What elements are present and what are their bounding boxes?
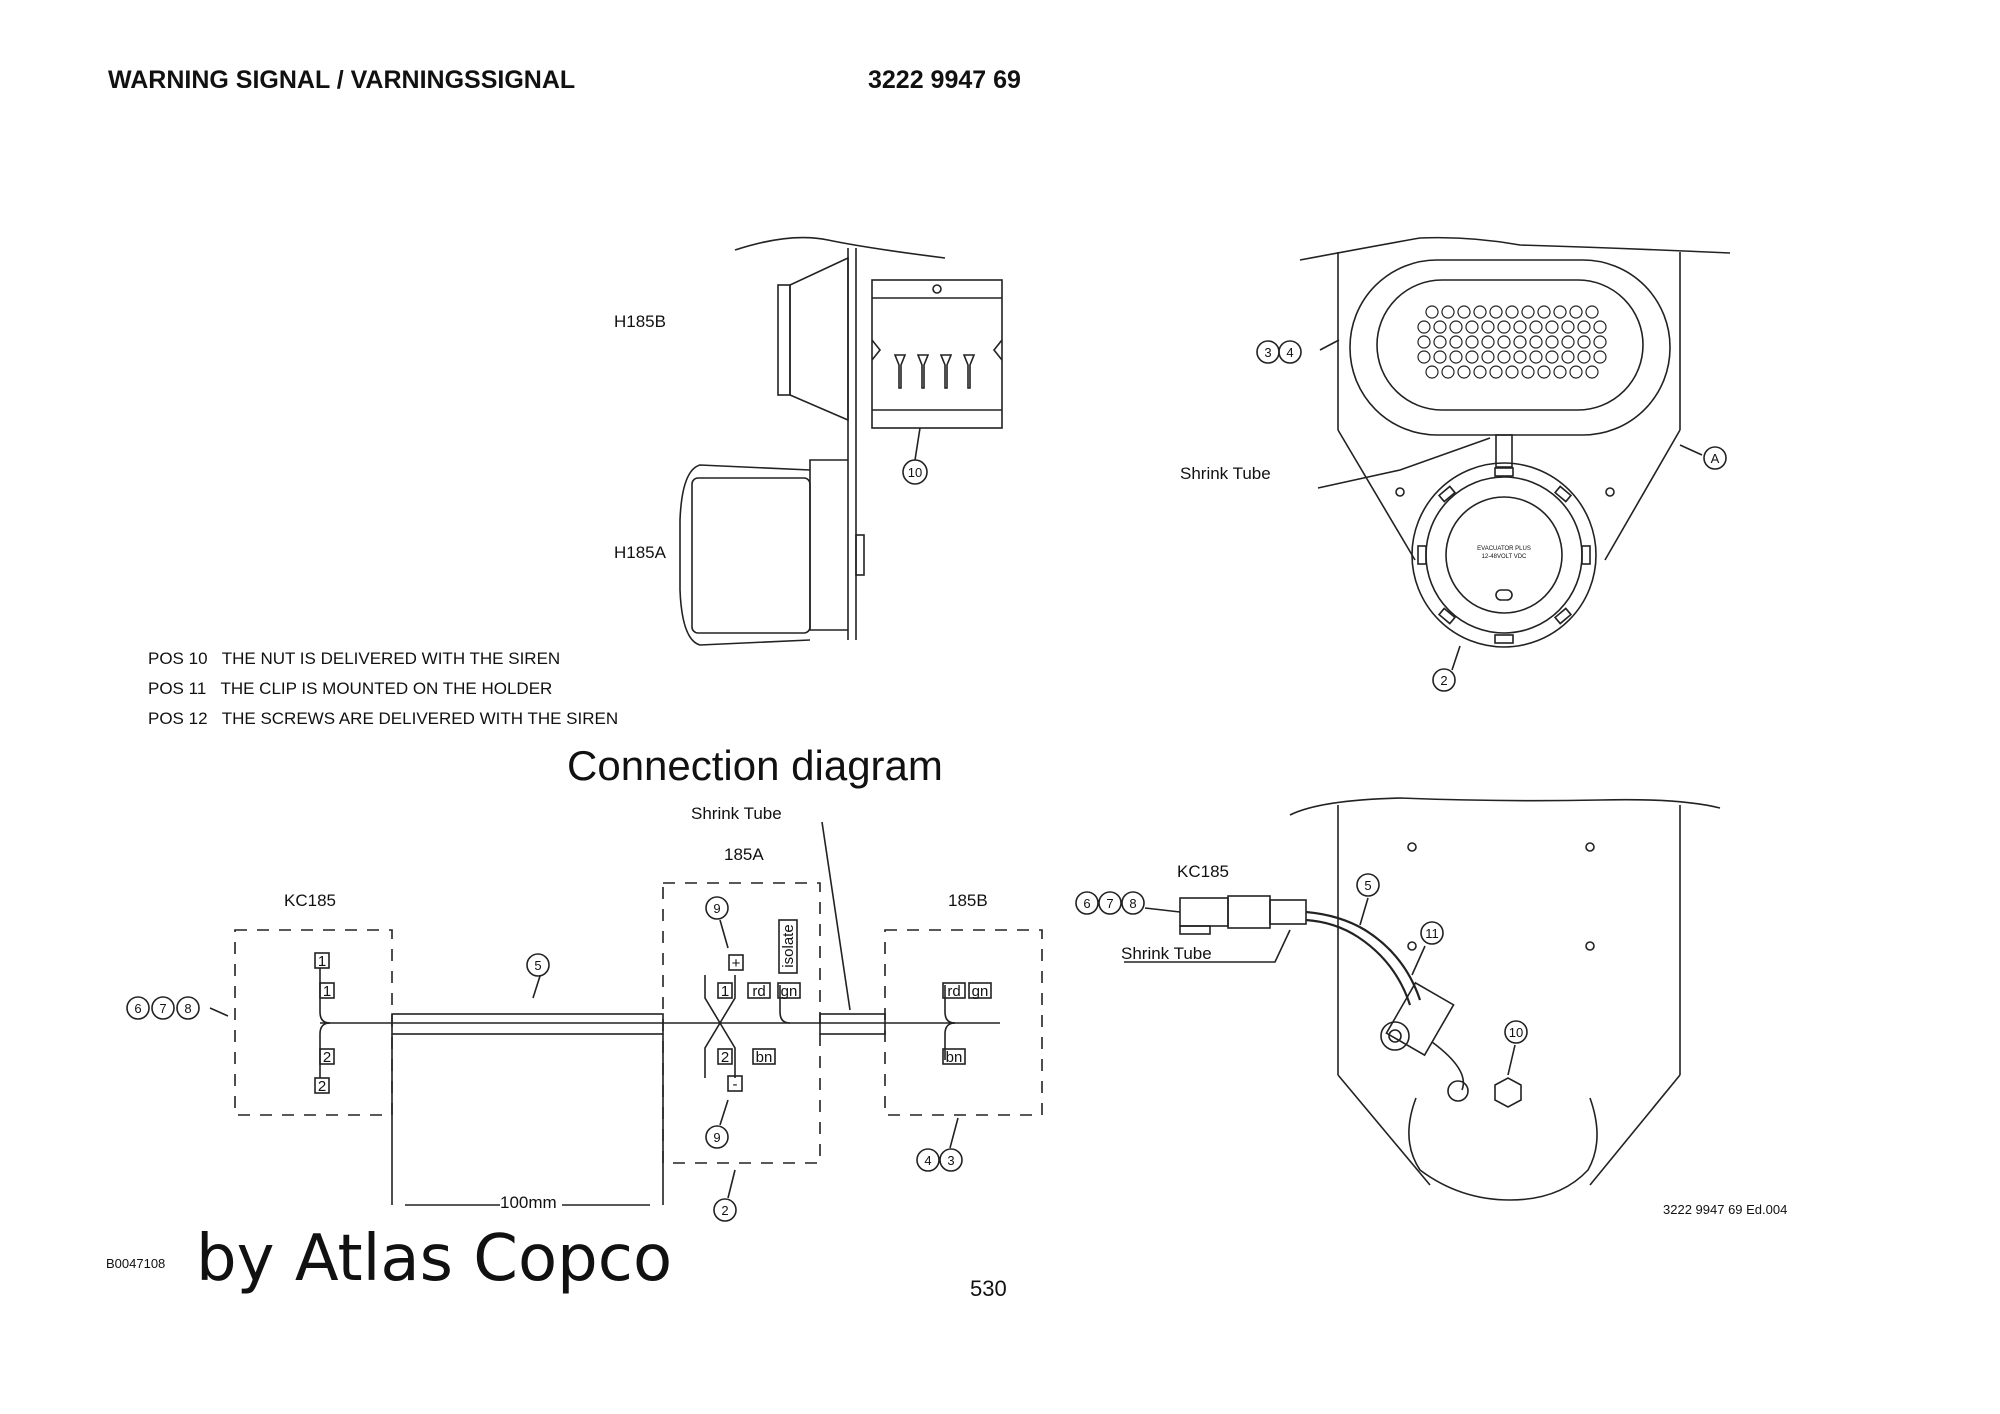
label-kc185-install: KC185 xyxy=(1177,862,1229,881)
dimension-100mm: 100mm xyxy=(500,1193,557,1212)
note-pos-label: POS 10 xyxy=(148,649,208,668)
pin-1-kc185-a: 1 xyxy=(318,953,326,970)
callout-9-top-conn: 9 xyxy=(713,901,720,916)
install-view xyxy=(1075,797,1721,1201)
callout-4-siren: 4 xyxy=(1286,345,1293,360)
page-title: WARNING SIGNAL / VARNINGSSIGNAL xyxy=(108,66,576,94)
callout-8-conn: 8 xyxy=(184,1001,191,1016)
brand-text: by Atlas Copco xyxy=(196,1222,673,1296)
siren-view xyxy=(1256,236,1731,692)
pin-2-185a: 2 xyxy=(721,1049,729,1066)
callout-2-conn: 2 xyxy=(721,1203,728,1218)
callout-7-install: 7 xyxy=(1106,896,1113,911)
callout-a-siren: A xyxy=(1711,451,1720,466)
pin-plus-185a: + xyxy=(732,955,741,972)
label-h185a: H185A xyxy=(614,543,666,562)
note-pos-12: POS 12 THE SCREWS ARE DELIVERED WITH THE… xyxy=(148,709,618,729)
note-pos-text: THE NUT IS DELIVERED WITH THE SIREN xyxy=(221,649,561,668)
callout-4-conn: 4 xyxy=(924,1153,931,1168)
wire-rd-185a: rd xyxy=(752,983,765,1000)
pin-1-kc185-b: 1 xyxy=(323,983,331,1000)
siren-label-line1: EVACUATOR PLUS xyxy=(1477,546,1531,552)
callout-11-install: 11 xyxy=(1425,926,1439,941)
connection-diagram-title: Connection diagram xyxy=(567,742,943,789)
page-number: 530 xyxy=(970,1276,1007,1301)
pin-2-kc185-a: 2 xyxy=(323,1049,331,1066)
wire-gn-185b: gn xyxy=(972,983,989,1000)
callout-10-install: 10 xyxy=(1509,1025,1523,1040)
pin-1-185a: 1 xyxy=(721,983,729,1000)
wire-bn-185b: bn xyxy=(946,1049,963,1066)
note-pos-10: POS 10 THE NUT IS DELIVERED WITH THE SIR… xyxy=(148,649,560,669)
siren-label-line2: 12-48VOLT VDC xyxy=(1482,554,1527,560)
drawing-id: B0047108 xyxy=(106,1256,166,1271)
wire-gn-185a: gn xyxy=(781,983,798,1000)
label-shrink-tube-conn: Shrink Tube xyxy=(691,804,782,823)
callout-5-install: 5 xyxy=(1364,878,1371,893)
callout-9-bottom-conn: 9 xyxy=(713,1130,720,1145)
label-185a: 185A xyxy=(724,845,764,864)
siren-grille xyxy=(1417,305,1607,379)
mount-view xyxy=(679,236,1003,646)
pin-minus-185a: - xyxy=(733,1076,738,1093)
part-number: 3222 9947 69 xyxy=(868,66,1021,94)
callout-5-conn: 5 xyxy=(534,958,541,973)
label-kc185-conn: KC185 xyxy=(284,891,336,910)
callout-3-siren: 3 xyxy=(1264,345,1271,360)
label-185b: 185B xyxy=(948,891,988,910)
note-pos-text: THE SCREWS ARE DELIVERED WITH THE SIREN xyxy=(221,709,619,728)
label-shrink-tube-install: Shrink Tube xyxy=(1121,944,1212,963)
edition-label: 3222 9947 69 Ed.004 xyxy=(1663,1202,1788,1217)
callout-7-conn: 7 xyxy=(159,1001,166,1016)
callout-6-conn: 6 xyxy=(134,1001,141,1016)
wire-bn-185a: bn xyxy=(756,1049,773,1066)
callout-3-conn: 3 xyxy=(947,1153,954,1168)
callout-8-install: 8 xyxy=(1129,896,1136,911)
label-shrink-tube-siren: Shrink Tube xyxy=(1180,464,1271,483)
note-pos-label: POS 12 xyxy=(148,709,208,728)
wire-rd-185b: rd xyxy=(947,983,960,1000)
note-pos-11: POS 11 THE CLIP IS MOUNTED ON THE HOLDER xyxy=(148,679,552,699)
note-pos-text: THE CLIP IS MOUNTED ON THE HOLDER xyxy=(220,679,553,698)
callout-2-siren: 2 xyxy=(1440,673,1447,688)
callout-6-install: 6 xyxy=(1083,896,1090,911)
label-h185b: H185B xyxy=(614,312,666,331)
callout-10-mount: 10 xyxy=(908,465,922,480)
isolate-label: isolate xyxy=(780,924,797,967)
pin-2-kc185-b: 2 xyxy=(318,1078,326,1095)
note-pos-label: POS 11 xyxy=(148,679,207,698)
connection-diagram xyxy=(126,821,1043,1222)
